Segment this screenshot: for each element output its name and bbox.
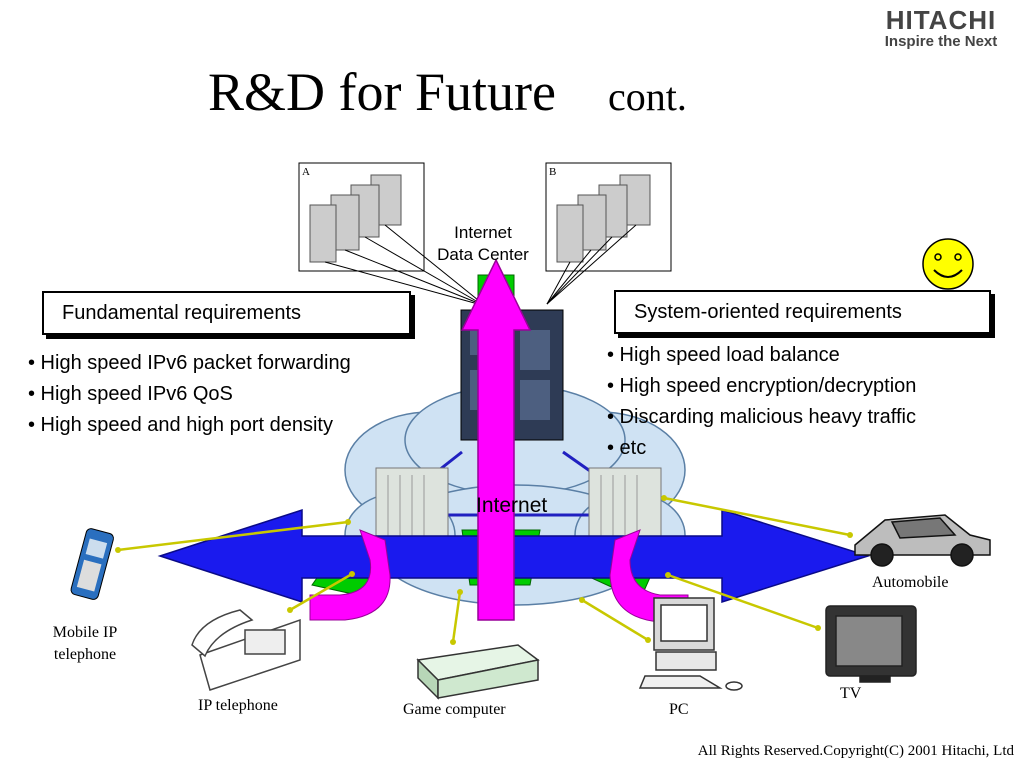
copyright-footer: All Rights Reserved.Copyright(C) 2001 Hi… (697, 743, 1014, 759)
logo-tagline: Inspire the Next (884, 33, 998, 50)
list-item: • High speed load balance (607, 344, 840, 366)
magenta-vertical-arrow (460, 258, 532, 621)
list-item: • High speed and high port density (28, 414, 333, 436)
title-suffix: cont. (607, 74, 687, 119)
pc-label: PC (669, 701, 689, 718)
ip-telephone-label: IP telephone (198, 697, 278, 714)
list-item: • High speed IPv6 QoS (28, 383, 233, 405)
smiley-icon (922, 238, 974, 290)
automobile-label: Automobile (872, 574, 949, 591)
title-main: R&D for Future (208, 62, 556, 122)
list-item: • High speed IPv6 packet forwarding (28, 352, 351, 374)
server-box-a-label: A (302, 166, 310, 178)
device-link-heads (115, 495, 853, 645)
datacenter-links (324, 224, 637, 305)
magenta-curve-left (309, 529, 391, 621)
edge-router-right-icon (588, 467, 662, 547)
datacenter-line2: Data Center (437, 245, 529, 264)
tv-icon (825, 605, 917, 683)
server-rack-b-icon (556, 174, 651, 263)
list-item: • High speed encryption/decryption (607, 375, 917, 397)
list-item: • etc (607, 437, 647, 459)
server-box-b-label: B (549, 166, 557, 178)
tv-label: TV (840, 685, 862, 702)
edge-router-left-icon (375, 467, 449, 547)
device-links (117, 496, 851, 643)
logo-brand: HITACHI (885, 5, 997, 35)
ip-telephone-icon (191, 609, 301, 691)
game-computer-icon (416, 644, 540, 700)
list-item: • Discarding malicious heavy traffic (607, 406, 916, 428)
mobile-ip-telephone-label: Mobile IP telephone (40, 622, 130, 666)
slide-title: R&D for Future cont. (208, 62, 687, 127)
pc-icon (638, 597, 743, 691)
mobile-label-line1: Mobile IP (52, 624, 118, 641)
hitachi-logo: HITACHI Inspire the Next (866, 6, 1016, 50)
datacenter-line1: Internet (454, 223, 512, 242)
mobile-phone-icon (70, 528, 114, 600)
mobile-label-line2: telephone (53, 646, 117, 663)
internet-cloud-label: Internet (476, 494, 548, 517)
fundamental-requirements-list: • High speed IPv6 packet forwarding • Hi… (28, 348, 351, 441)
system-requirements-heading: System-oriented requirements (614, 290, 991, 334)
automobile-icon (854, 514, 991, 567)
server-rack-a-icon (309, 174, 402, 263)
game-computer-label: Game computer (403, 701, 506, 718)
fundamental-requirements-heading: Fundamental requirements (42, 291, 411, 335)
system-requirements-list: • High speed load balance • High speed e… (607, 340, 916, 464)
datacenter-caption: Internet Data Center (418, 222, 548, 266)
